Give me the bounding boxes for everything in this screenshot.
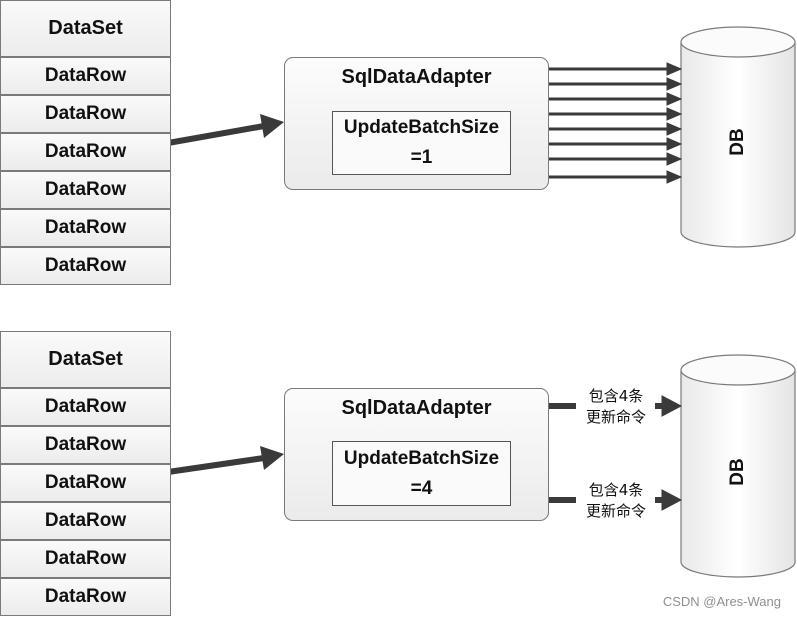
datarow: DataRow: [0, 464, 171, 502]
command-count: 包含4条: [588, 481, 644, 499]
sql-data-adapter-bottom: SqlDataAdapter UpdateBatchSize =4: [284, 388, 549, 521]
dataset-to-adapter-arrow-top: [165, 114, 284, 146]
update-batch-size-box: UpdateBatchSize =4: [332, 441, 511, 506]
dataset-to-adapter-arrow-bottom: [165, 446, 284, 475]
datarow: DataRow: [0, 133, 171, 171]
datarow: DataRow: [0, 426, 171, 464]
sql-data-adapter-top: SqlDataAdapter UpdateBatchSize =1: [284, 57, 549, 190]
adapter-title: SqlDataAdapter: [341, 66, 492, 88]
batch-label: UpdateBatchSize: [343, 447, 500, 469]
dataset-header: DataSet: [0, 0, 171, 57]
batch-value: =1: [410, 147, 433, 168]
db-label-top: DB: [727, 128, 748, 156]
dataset-header: DataSet: [0, 331, 171, 388]
datarow: DataRow: [0, 171, 171, 209]
db-cylinder-bottom: [680, 354, 796, 578]
datarow: DataRow: [0, 502, 171, 540]
adapter-title: SqlDataAdapter: [341, 397, 492, 419]
command-desc: 更新命令: [585, 502, 646, 520]
adapter-to-db-arrows-top: [549, 62, 683, 184]
db-cylinder-top: [680, 26, 796, 248]
batch-label: UpdateBatchSize: [343, 117, 500, 138]
datarow: DataRow: [0, 95, 171, 133]
watermark: CSDN @Ares-Wang: [662, 594, 781, 609]
command-count: 包含4条: [588, 387, 644, 405]
datarow: DataRow: [0, 388, 171, 426]
batch-value: =4: [410, 477, 433, 499]
datarow: DataRow: [0, 540, 171, 578]
command-label-2: 包含4条 更新命令: [574, 480, 658, 522]
datarow: DataRow: [0, 247, 171, 285]
db-label-bottom: DB: [727, 458, 748, 486]
command-desc: 更新命令: [585, 408, 646, 426]
command-label-1: 包含4条 更新命令: [574, 386, 658, 428]
update-batch-size-box: UpdateBatchSize =1: [332, 111, 511, 175]
datarow: DataRow: [0, 57, 171, 95]
datarow: DataRow: [0, 209, 171, 247]
adapter-to-db-arrows-bottom: [548, 395, 683, 511]
datarow: DataRow: [0, 578, 171, 616]
